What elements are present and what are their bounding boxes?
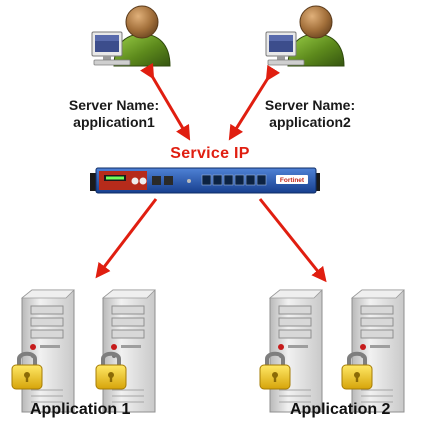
server-name-label-2: Server Name: application2 bbox=[246, 97, 374, 131]
service-ip-label: Service IP bbox=[170, 145, 250, 162]
server-name-caption: Server Name: bbox=[68, 97, 160, 113]
arrow-appliance-app2 bbox=[258, 198, 327, 283]
server-tower-icon-1 bbox=[21, 289, 75, 413]
server-name-value: application1 bbox=[73, 114, 155, 130]
flow-arrows bbox=[95, 62, 327, 283]
application-1-label: Application 1 bbox=[30, 401, 131, 418]
arrow-user1-appliance bbox=[140, 62, 191, 141]
arrow-appliance-app1 bbox=[95, 198, 158, 279]
server-name-label-1: Server Name: application1 bbox=[50, 97, 178, 131]
server-name-caption: Server Name: bbox=[264, 97, 356, 113]
server-tower-icon-3 bbox=[269, 289, 323, 413]
user-computer-icon-1 bbox=[91, 5, 171, 67]
server-name-value: application2 bbox=[269, 114, 351, 130]
server-tower-icon-2 bbox=[102, 289, 156, 413]
appliance-brand-text: Fortinet bbox=[280, 177, 305, 184]
application-2-label: Application 2 bbox=[290, 401, 391, 418]
load-balancer-appliance-icon: Fortinet bbox=[90, 167, 320, 194]
server-tower-icon-4 bbox=[351, 289, 405, 413]
user-computer-icon-2 bbox=[265, 5, 345, 67]
arrow-user2-appliance bbox=[228, 64, 281, 141]
